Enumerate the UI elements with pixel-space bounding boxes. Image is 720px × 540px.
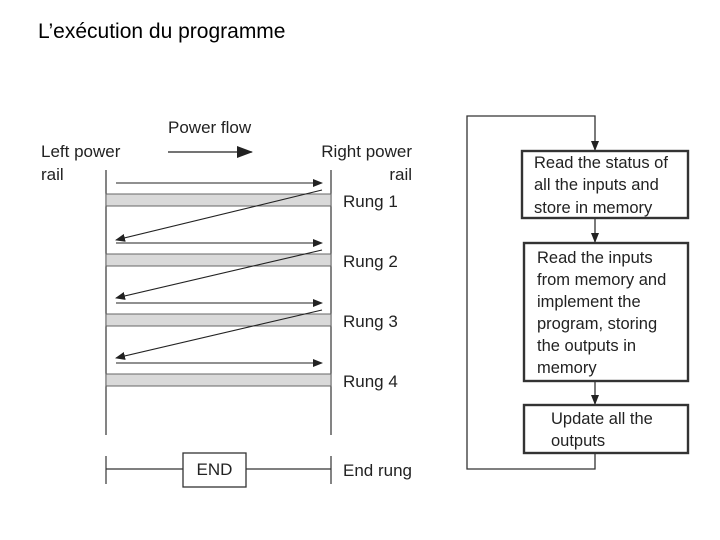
step1-line2: all the inputs and <box>534 176 659 194</box>
right-rail-label-line2: rail <box>389 165 412 184</box>
right-rail-label-line1: Right power <box>321 142 412 161</box>
step2-line3: implement the <box>537 293 641 311</box>
power-flow-label: Power flow <box>168 118 252 137</box>
step1-line3: store in memory <box>534 199 653 217</box>
step-read-inputs-box <box>520 149 690 220</box>
step2-line1: Read the inputs <box>537 249 653 267</box>
rung-bar-3 <box>105 313 332 327</box>
step2-line5: the outputs in <box>537 337 636 355</box>
step1-line1: Read the status of <box>534 154 668 172</box>
rung-label-1: Rung 1 <box>343 192 398 211</box>
end-rung: END End rung <box>105 452 412 488</box>
scan-arrow-diag-2 <box>115 249 323 300</box>
rung-label-2: Rung 2 <box>343 252 398 271</box>
step3-line1: Update all the <box>551 410 653 428</box>
rung-bar-1 <box>105 193 332 207</box>
step2-line4: program, storing <box>537 315 657 333</box>
step-update-outputs-box <box>522 403 690 455</box>
scan-arrows <box>115 179 323 367</box>
end-rung-label: End rung <box>343 461 412 480</box>
scan-arrow-diag-3 <box>115 309 323 360</box>
ladder-diagram: Power flow Left power rail Right power r… <box>41 118 412 488</box>
rung-bar-2 <box>105 253 332 267</box>
rung-label-3: Rung 3 <box>343 312 398 331</box>
slide-title: L’exécution du programme <box>38 20 286 43</box>
scan-cycle-flowchart: Read the status of all the inputs and st… <box>466 115 690 470</box>
step-execute-program-box <box>522 241 690 383</box>
step3-line2: outputs <box>551 432 605 450</box>
left-rail-label-line2: rail <box>41 165 64 184</box>
scan-arrow-diag-1 <box>115 189 323 242</box>
rung-bar-4 <box>105 373 332 387</box>
step2-line2: from memory and <box>537 271 666 289</box>
step2-line6: memory <box>537 359 597 377</box>
rung-label-4: Rung 4 <box>343 372 398 391</box>
end-box-label: END <box>197 460 233 479</box>
loop-back-arrow <box>466 115 599 470</box>
end-box <box>182 452 247 488</box>
left-rail-label-line1: Left power <box>41 142 121 161</box>
